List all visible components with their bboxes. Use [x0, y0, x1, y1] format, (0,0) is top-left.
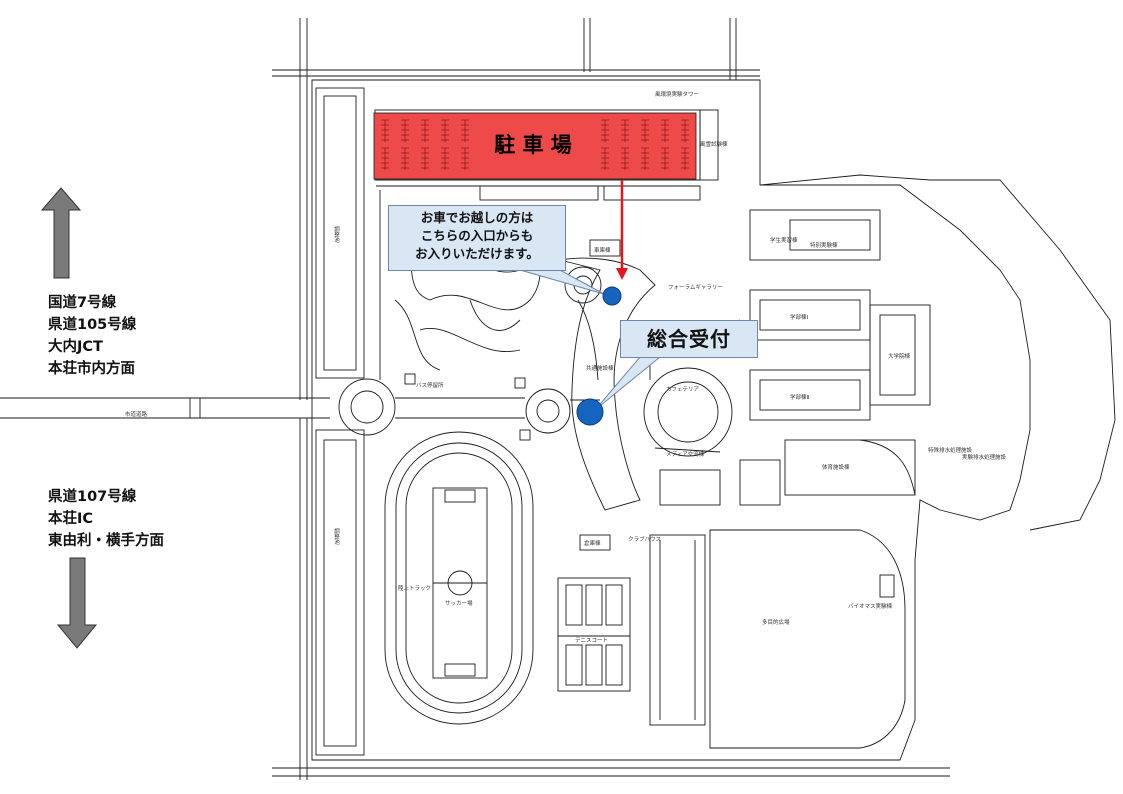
north-line-3: 大内JCT	[48, 339, 103, 355]
reception-label: 総合受付	[620, 320, 758, 358]
parking-label: 駐 車 場	[478, 128, 588, 162]
entrance-marker	[602, 286, 622, 306]
north-line-4: 本荘市内方面	[48, 361, 135, 377]
south-line-1: 県道107号線	[48, 489, 137, 505]
callout-line-2: こちらの入口からも	[420, 228, 534, 243]
label-warehouse: 倉庫棟	[584, 541, 601, 547]
label-tennis: テニスコート	[575, 638, 609, 644]
label-wind-test: 風雪試験棟	[700, 142, 728, 148]
label-university-hall: 大学院棟	[888, 354, 911, 360]
label-club-house: クラブハウス	[628, 537, 662, 543]
north-line-2: 県道105号線	[48, 317, 137, 333]
reception-marker	[576, 398, 604, 426]
label-wastewater-2: 実験排水処理施設	[962, 455, 1007, 461]
label-field: 多目的広場	[762, 620, 790, 626]
south-line-3: 東由利・横手方面	[48, 533, 164, 549]
arrow-north-icon	[40, 187, 82, 279]
label-pond-south: 調整池	[333, 528, 339, 545]
label-soccer: サッカー場	[445, 601, 473, 607]
label-common-bldg: 共通施設棟	[586, 366, 614, 372]
label-faculty-1: 学部棟Ⅰ	[790, 315, 809, 321]
north-line-1: 国道7号線	[48, 295, 117, 311]
label-garage: 車庫棟	[594, 248, 611, 254]
label-gym: 体育施設棟	[822, 465, 850, 471]
label-road: 市道道路	[125, 412, 148, 418]
label-pond-north: 調整池	[333, 226, 339, 243]
label-special-lab: 特別実験棟	[810, 243, 838, 249]
label-biomass: バイオマス実験棟	[848, 604, 893, 610]
label-media: メディア交流棟	[666, 452, 705, 458]
label-faculty-2: 学部棟Ⅱ	[790, 395, 810, 401]
north-directions: 国道7号線 県道105号線 大内JCT 本荘市内方面	[48, 292, 136, 380]
parking-arrow	[616, 268, 628, 280]
south-line-2: 本荘IC	[48, 511, 94, 527]
entrance-callout: お車でお越しの方は こちらの入口からも お入りいただけます。	[388, 205, 566, 271]
label-track: 陸上トラック	[398, 586, 432, 592]
arrow-south-icon	[56, 557, 98, 649]
label-forum-gallery: フォーラムギャラリー	[668, 285, 723, 291]
label-bus-stop: バス停留所	[416, 383, 444, 389]
south-directions: 県道107号線 本荘IC 東由利・横手方面	[48, 486, 164, 552]
label-wastewater: 特殊排水処理施設	[928, 448, 973, 454]
label-student-lab: 学生実習棟	[770, 238, 798, 244]
label-cafeteria: カフェテリア	[666, 387, 700, 393]
callout-line-3: お入りいただけます。	[415, 246, 539, 261]
callout-line-1: お車でお越しの方は	[420, 210, 534, 225]
label-wind-tower: 風環境実験タワー	[655, 92, 700, 98]
